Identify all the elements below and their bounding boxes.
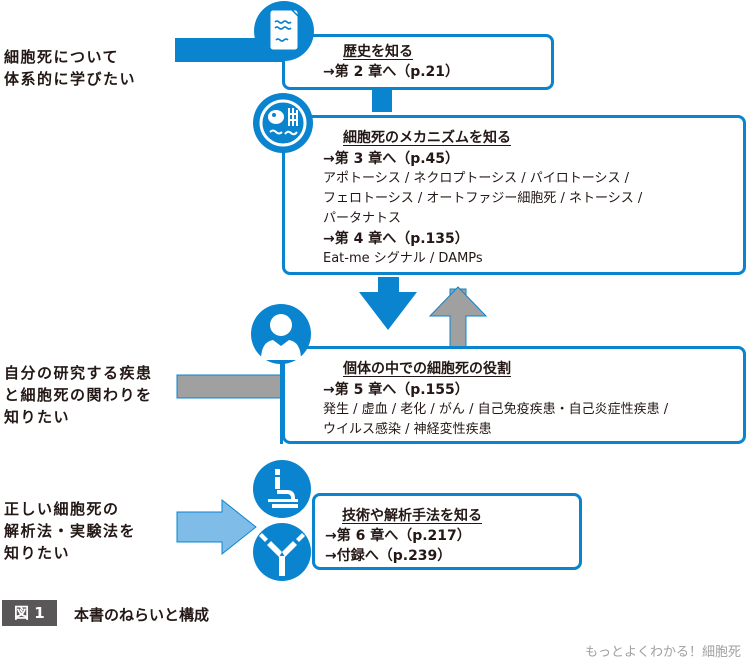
topic-list-line: Eat-me シグナル / DAMPs: [323, 251, 483, 266]
chapter-ref: →第 2 章へ（p.21）: [323, 64, 460, 80]
chapter-ref: →第 6 章へ（p.217）: [325, 528, 471, 544]
connector-line-person: [280, 362, 283, 444]
figure-caption-title: 本書のねらいと構成: [74, 606, 210, 624]
box-techniques: 技術や解析手法を知る →第 6 章へ（p.217） →付録へ（p.239）: [312, 493, 582, 570]
goal-label-line: 解析法・実験法を: [4, 522, 137, 540]
chapter-ref: →第 5 章へ（p.155）: [323, 382, 469, 398]
topic-list-line: ウイルス感染 / 神経変性疾患: [323, 422, 492, 437]
goal-label-line: 細胞死について: [4, 48, 120, 66]
topic-list-line: アポトーシス / ネクロプトーシス / パイロトーシス /: [323, 171, 630, 186]
box-history: 歴史を知る →第 2 章へ（p.21）: [282, 34, 554, 90]
goal-label-line: 正しい細胞死の: [4, 500, 120, 518]
goal-label-line: と細胞死の関わりを: [4, 386, 153, 404]
figure-number-badge: 図 1: [2, 600, 57, 626]
box-title: 細胞死のメカニズムを知る: [343, 130, 511, 146]
box-role: 個体の中での細胞死の役割 →第 5 章へ（p.155） 発生 / 虚血 / 老化…: [282, 346, 746, 444]
goal-label-line: 知りたい: [4, 408, 71, 426]
goal-label-line: 体系的に学びたい: [4, 70, 137, 88]
chapter-ref: →第 3 章へ（p.45）: [323, 151, 460, 167]
topic-list-line: フェロトーシス / オートファジー細胞死 / ネトーシス /: [323, 191, 643, 206]
goal-label-line: 知りたい: [4, 544, 71, 562]
up-arrow-head: [428, 286, 488, 349]
box-mechanism: 細胞死のメカニズムを知る →第 3 章へ（p.45） アポトーシス / ネクロプ…: [282, 115, 746, 275]
connector-bar-1: [175, 38, 285, 62]
goal-label-history: 細胞死について 体系的に学びたい: [4, 46, 136, 90]
goal-label-disease: 自分の研究する疾患 と細胞死の関わりを 知りたい: [4, 362, 153, 428]
goal-label-line: 自分の研究する疾患: [4, 364, 153, 382]
down-arrow: [359, 277, 417, 330]
box-title: 個体の中での細胞死の役割: [343, 361, 511, 377]
box-title: 技術や解析手法を知る: [342, 508, 482, 524]
goal-label-methods: 正しい細胞死の 解析法・実験法を 知りたい: [4, 498, 136, 564]
chapter-ref: →付録へ（p.239）: [325, 548, 452, 564]
connector-vertical-1: [372, 88, 392, 112]
book-title-footer: もっとよくわかる！細胞死: [584, 645, 741, 660]
connector-bar-2: [176, 374, 283, 399]
right-arrow: [176, 498, 257, 556]
topic-list-line: 発生 / 虚血 / 老化 / がん / 自己免疫疾患・自己炎症性疾患 /: [323, 402, 669, 417]
box-title: 歴史を知る: [343, 44, 413, 60]
chapter-ref: →第 4 章へ（p.135）: [323, 231, 469, 247]
topic-list-line: パータナトス: [323, 211, 402, 226]
